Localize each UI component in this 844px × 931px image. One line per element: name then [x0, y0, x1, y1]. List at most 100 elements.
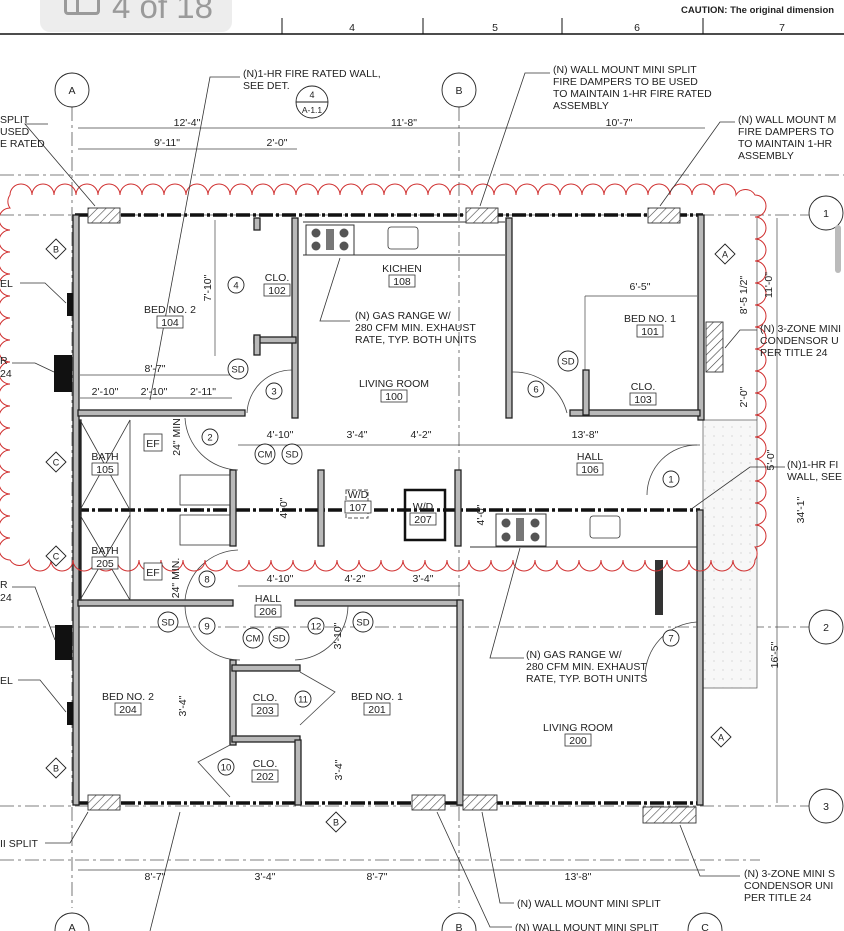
room-name: BED NO. 2	[144, 304, 196, 316]
svg-text:2'-10": 2'-10"	[141, 386, 168, 398]
svg-text:B: B	[53, 764, 59, 774]
device-tag: CM	[242, 627, 264, 649]
svg-text:7: 7	[668, 634, 673, 645]
svg-text:11'-8": 11'-8"	[391, 117, 417, 129]
svg-text:2: 2	[823, 622, 829, 634]
page-indicator-text: 4 of 18	[112, 0, 213, 25]
svg-text:TO MAINTAIN 1-HR FIRE RATED: TO MAINTAIN 1-HR FIRE RATED	[553, 88, 712, 100]
svg-text:4'-2": 4'-2"	[345, 573, 366, 585]
note-mini-split-bottom: (N) WALL MOUNT MINI SPLIT	[515, 922, 659, 931]
svg-text:16'-5": 16'-5"	[769, 641, 781, 668]
room-name: LIVING ROOM	[359, 378, 429, 390]
svg-text:(N) GAS RANGE W/: (N) GAS RANGE W/	[526, 649, 622, 661]
room-name: CLO.	[253, 758, 278, 770]
page-thumbnail-icon[interactable]	[64, 0, 100, 15]
svg-text:CM: CM	[246, 634, 261, 645]
svg-text:9'-11": 9'-11"	[154, 137, 180, 149]
room-name: KICHEN	[382, 263, 422, 275]
page-indicator[interactable]	[40, 0, 232, 32]
svg-text:SEE DET.: SEE DET.	[243, 80, 290, 92]
door-tag: 8	[198, 570, 216, 588]
svg-text:B: B	[455, 85, 462, 97]
room-number: 100	[385, 391, 403, 403]
svg-text:EF: EF	[146, 567, 159, 579]
svg-text:3'-10": 3'-10"	[332, 622, 344, 649]
exhaust-fan-tag: EF	[143, 433, 163, 452]
svg-text:11: 11	[298, 695, 308, 706]
svg-text:13'-8": 13'-8"	[565, 871, 592, 883]
note-left-cut-top: SPLIT USED E RATED	[0, 114, 45, 150]
column-label: 4	[349, 22, 355, 34]
svg-text:13'-8": 13'-8"	[572, 429, 599, 441]
svg-text:3: 3	[823, 801, 829, 813]
svg-text:7'-10": 7'-10"	[202, 274, 214, 301]
note-fire-wall-right: (N)1-HR FI WALL, SEE	[787, 459, 842, 483]
room-number-box	[636, 324, 664, 338]
leader-lines	[12, 72, 785, 931]
svg-text:24" MIN.: 24" MIN.	[170, 558, 182, 599]
room-name: BATH	[91, 451, 118, 463]
grid-bubble-3: 3	[808, 788, 844, 824]
svg-text:II SPLIT: II SPLIT	[0, 838, 39, 850]
svg-text:R: R	[0, 579, 8, 591]
svg-text:EL: EL	[0, 278, 13, 290]
electrical-panels	[54, 293, 73, 725]
svg-text:1: 1	[823, 208, 829, 220]
room-number: 201	[368, 704, 386, 716]
window-type-tag: C	[45, 451, 67, 473]
room-name: BED NO. 1	[624, 313, 676, 325]
room-number: 107	[349, 502, 367, 514]
svg-text:24: 24	[0, 368, 12, 380]
svg-text:RATE, TYP. BOTH UNITS: RATE, TYP. BOTH UNITS	[355, 334, 476, 346]
note-gas-range-2: (N) GAS RANGE W/ 280 CFM MIN. EXHAUST RA…	[526, 649, 647, 685]
svg-text:SD: SD	[285, 450, 298, 461]
svg-text:3'-4": 3'-4"	[333, 759, 345, 780]
device-tag: CM	[254, 443, 276, 465]
door-tag: 2	[201, 428, 219, 446]
grid-bubble-b-top: B	[441, 72, 477, 108]
svg-text:USED: USED	[0, 126, 30, 138]
svg-text:4'-10": 4'-10"	[267, 573, 294, 585]
note-gas-range-1: (N) GAS RANGE W/ 280 CFM MIN. EXHAUST RA…	[355, 310, 476, 346]
svg-text:SD: SD	[356, 618, 369, 629]
room-number-box	[254, 604, 282, 618]
scrollbar[interactable]	[835, 225, 841, 273]
svg-text:280 CFM MIN. EXHAUST: 280 CFM MIN. EXHAUST	[355, 322, 476, 334]
exhaust-fan-tag: EF	[143, 562, 163, 581]
svg-text:3'-4": 3'-4"	[177, 695, 189, 716]
gas-range-icon	[305, 224, 355, 256]
room-name: CLO.	[265, 272, 290, 284]
room-name: CLO.	[253, 692, 278, 704]
svg-text:WALL, SEE: WALL, SEE	[787, 471, 842, 483]
device-tag: SD	[157, 611, 179, 633]
svg-text:2'-0": 2'-0"	[267, 137, 288, 149]
svg-text:(N) GAS RANGE W/: (N) GAS RANGE W/	[355, 310, 451, 322]
svg-text:A: A	[68, 85, 75, 97]
svg-text:10'-7": 10'-7"	[606, 117, 633, 129]
svg-text:34'-1": 34'-1"	[795, 496, 807, 523]
note-mini-split-top: (N) WALL MOUNT MINI SPLIT FIRE DAMPERS T…	[553, 64, 712, 112]
door-tag: 3	[265, 382, 283, 400]
svg-text:12'-4": 12'-4"	[174, 117, 201, 129]
room-name: BED NO. 2	[102, 691, 154, 703]
svg-text:3: 3	[271, 387, 276, 398]
svg-text:3'-4": 3'-4"	[347, 429, 368, 441]
device-tag: SD	[227, 358, 249, 380]
svg-text:B: B	[53, 245, 59, 255]
svg-text:FIRE DAMPERS TO: FIRE DAMPERS TO	[738, 126, 834, 138]
room-name: HALL	[577, 451, 603, 463]
svg-text:2: 2	[207, 433, 212, 444]
svg-text:C: C	[701, 922, 709, 931]
room-number: 203	[256, 705, 274, 717]
svg-text:SD: SD	[161, 618, 174, 629]
svg-text:C: C	[53, 458, 60, 468]
title-block-ruler: 4 5 6 7 CAUTION: The original dimension	[0, 5, 844, 35]
svg-text:12: 12	[311, 622, 322, 633]
svg-text:6'-5": 6'-5"	[630, 281, 651, 293]
svg-text:EF: EF	[146, 438, 159, 450]
gas-range-icon	[495, 513, 547, 547]
room-number: 206	[259, 606, 277, 618]
room-name: BED NO. 1	[351, 691, 403, 703]
